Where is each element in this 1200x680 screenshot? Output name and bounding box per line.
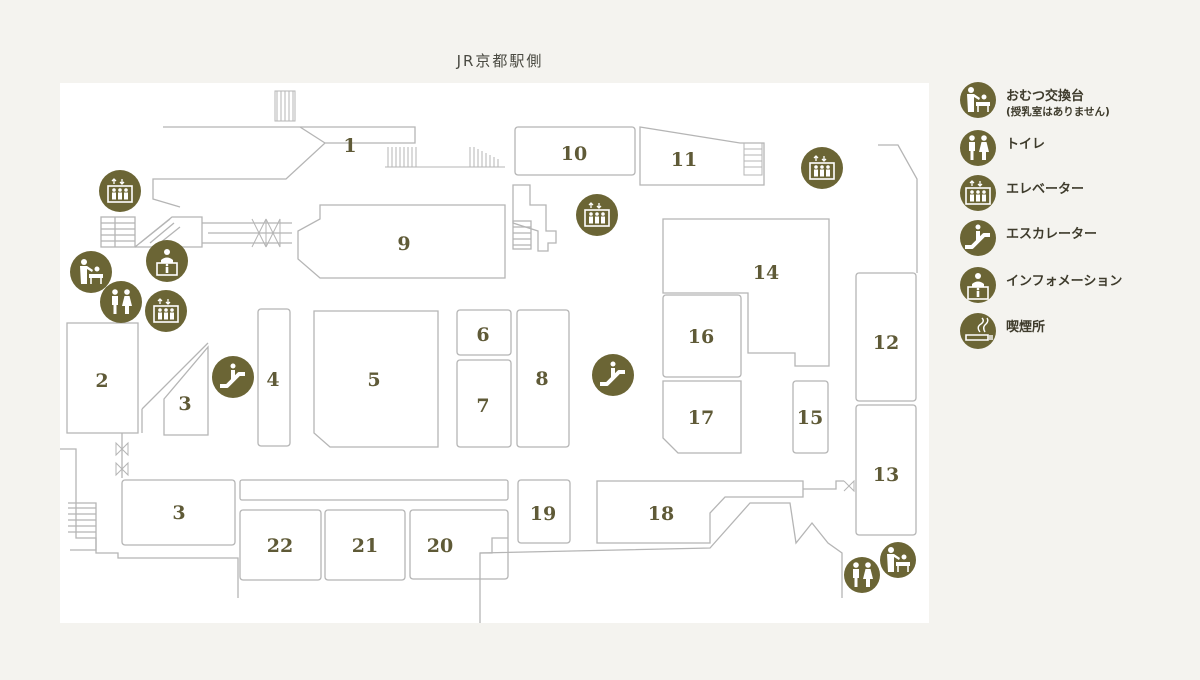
toilet-marker[interactable] [100,281,142,323]
store-number[interactable]: 19 [530,503,556,525]
store-number[interactable]: 18 [648,503,674,525]
smoking-area-icon [960,313,996,349]
map-heading: JR京都駅側 [456,52,544,70]
store-number[interactable]: 1 [343,135,356,157]
legend-item-toilet: トイレ [960,130,1045,166]
store-number[interactable]: 8 [535,368,548,390]
legend-label: エレベーター [1006,182,1085,197]
legend-item-smoking: 喫煙所 [960,313,1045,349]
legend-item-diaper: おむつ交換台 (授乳室はありません) [960,82,1110,119]
elevator-marker[interactable] [801,147,843,189]
toilet-marker[interactable] [844,557,880,593]
store-number[interactable]: 3 [178,393,191,415]
store-number[interactable]: 5 [367,369,380,391]
store-number[interactable]: 21 [352,535,378,557]
legend-label: エスカレーター [1006,227,1098,242]
store-number[interactable]: 16 [688,326,714,348]
escalator-icon [960,220,996,256]
store-number[interactable]: 22 [267,535,293,557]
elevator-icon [960,175,996,211]
toilet-icon [960,130,996,166]
legend-label: トイレ [1006,137,1046,152]
store-number[interactable]: 6 [476,324,489,346]
legend-item-elevator: エレベーター [960,175,1084,211]
store-number[interactable]: 15 [797,407,823,429]
store-number[interactable]: 20 [427,535,453,557]
elevator-marker[interactable] [576,194,618,236]
store-number[interactable]: 2 [95,370,108,392]
store-number[interactable]: 10 [561,143,587,165]
legend-label: おむつ交換台 [1006,89,1085,104]
store-number[interactable]: 12 [873,332,899,354]
elevator-marker[interactable] [99,170,141,212]
store-number[interactable]: 4 [266,369,279,391]
floor-plan: 1 2 3 3 4 5 6 7 8 9 10 11 12 13 14 15 16… [60,90,918,623]
legend-sublabel: (授乳室はありません) [1006,106,1110,118]
store-number[interactable]: 9 [397,233,410,255]
diaper-changing-marker[interactable] [70,251,112,293]
store-number[interactable]: 7 [476,395,489,417]
store-number[interactable]: 13 [873,464,899,486]
legend-label: インフォメーション [1006,274,1123,289]
legend-label: 喫煙所 [1006,320,1046,335]
store-number[interactable]: 17 [688,407,714,429]
diaper-changing-marker[interactable] [880,542,916,578]
legend-item-escalator: エスカレーター [960,220,1097,256]
information-icon [960,267,996,303]
store-number[interactable]: 14 [753,262,779,284]
store-number[interactable]: 3 [172,502,185,524]
store-number[interactable]: 11 [671,149,697,171]
legend-item-information: インフォメーション [960,267,1122,303]
elevator-marker[interactable] [145,290,187,332]
floor-map: 1 2 3 3 4 5 6 7 8 9 10 11 12 13 14 15 16… [60,83,929,623]
escalator-marker[interactable] [212,356,254,398]
information-marker[interactable] [146,240,188,282]
diaper-changing-icon [960,82,996,118]
escalator-marker[interactable] [592,354,634,396]
